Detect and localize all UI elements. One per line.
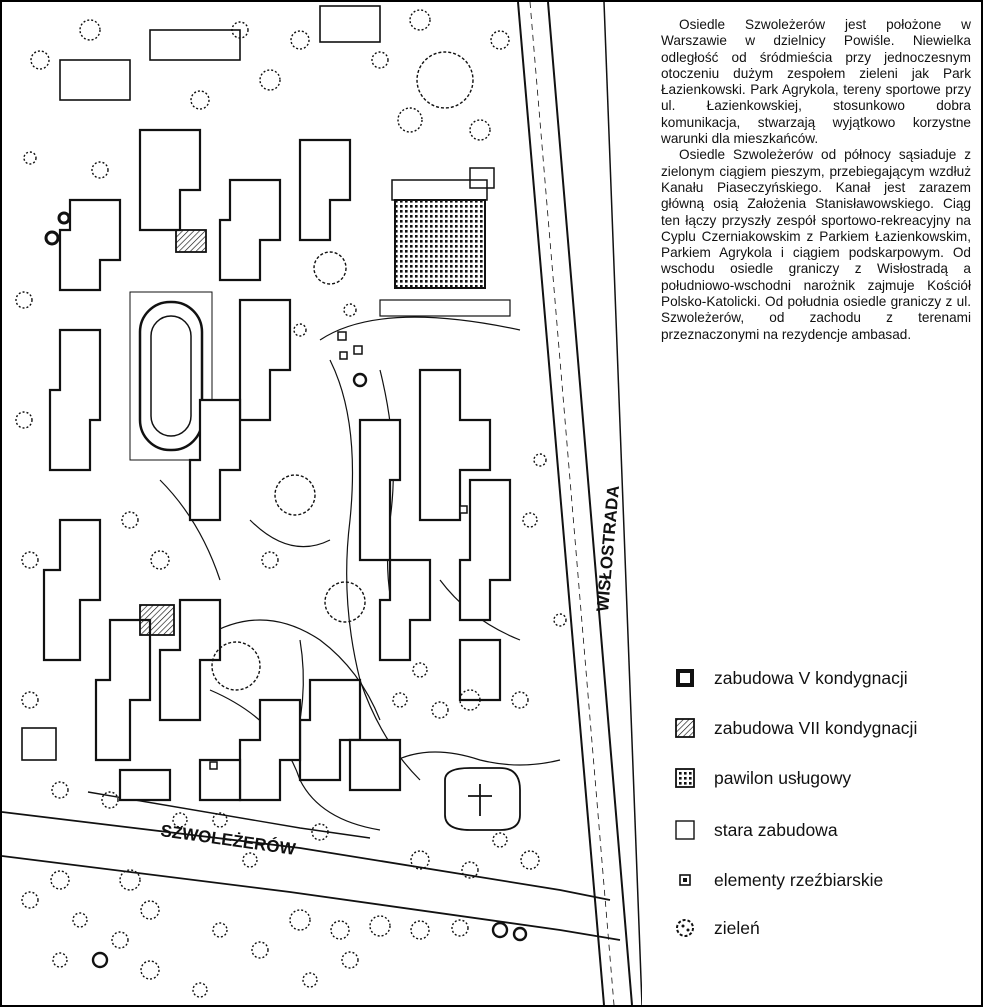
street-label-szwolezerow: SZWOLEŻERÓW bbox=[159, 821, 297, 859]
building-7-floors-icon bbox=[675, 718, 695, 738]
description-paragraph: Osiedle Szwoleżerów od północy sąsiaduje… bbox=[661, 147, 971, 342]
church bbox=[444, 767, 521, 831]
sculpture-icon bbox=[679, 874, 691, 886]
legend-label: elementy rzeźbiarskie bbox=[714, 870, 884, 890]
service-pavilion-icon bbox=[675, 768, 695, 788]
sculptures bbox=[209, 331, 468, 770]
building-5-floors-icon bbox=[676, 669, 694, 687]
seven-floor-buildings bbox=[139, 229, 207, 636]
legend-label: pawilon usługowy bbox=[714, 768, 852, 788]
description-paragraph: Osiedle Szwoleżerów jest położone w Wars… bbox=[661, 17, 971, 147]
legend-item-service-pavilion: pawilon usługowy bbox=[668, 763, 978, 795]
legend-label: zabudowa VII kondygnacji bbox=[714, 718, 918, 738]
service-pavilion-area bbox=[379, 167, 511, 317]
five-floor-buildings bbox=[42, 128, 512, 802]
sports-stadium bbox=[129, 291, 213, 461]
legend-item-greenery: zieleń bbox=[668, 913, 978, 945]
estate-description: Osiedle Szwoleżerów jest położone w Wars… bbox=[661, 17, 971, 343]
greenery-icon bbox=[676, 919, 694, 937]
trees bbox=[15, 9, 567, 998]
legend-label: zabudowa V kondygnacji bbox=[714, 668, 908, 688]
legend-item-old-buildings: stara zabudowa bbox=[668, 815, 978, 847]
legend-label: zieleń bbox=[714, 918, 760, 938]
street-label-wislostrada: WISŁOSTRADA bbox=[593, 485, 623, 613]
wislostrada-road bbox=[517, 2, 642, 1005]
old-buildings bbox=[21, 5, 381, 761]
szwolezerow-street bbox=[2, 791, 621, 941]
legend-item-five-floors: zabudowa V kondygnacji bbox=[668, 663, 978, 695]
legend-item-sculptures: elementy rzeźbiarskie bbox=[668, 865, 978, 897]
legend-item-seven-floors: zabudowa VII kondygnacji bbox=[668, 713, 978, 745]
old-buildings-icon bbox=[675, 820, 695, 840]
legend-label: stara zabudowa bbox=[714, 820, 838, 840]
